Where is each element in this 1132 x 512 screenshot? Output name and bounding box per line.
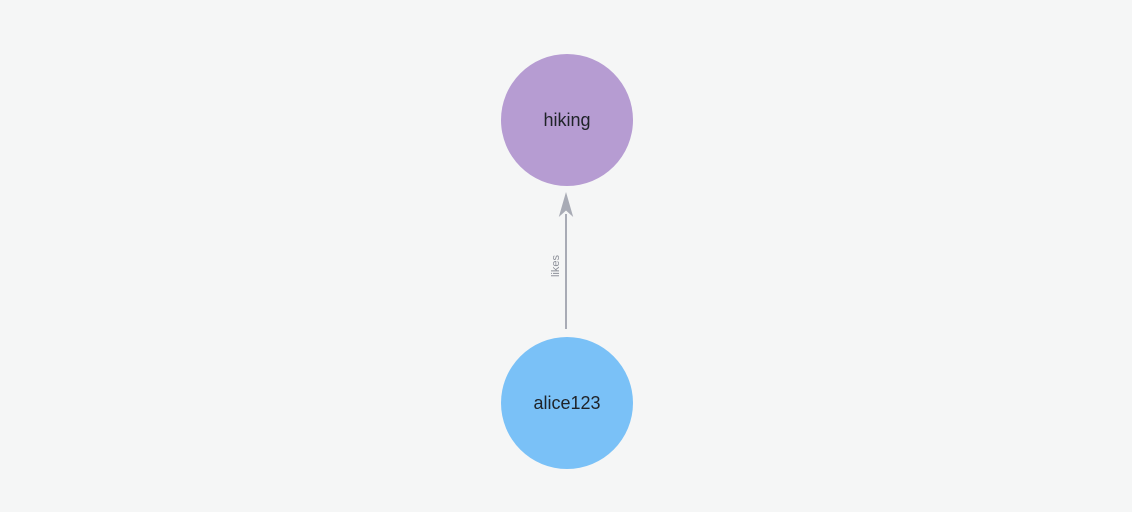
node-hiking[interactable]: hiking	[501, 54, 633, 186]
node-label: hiking	[543, 110, 591, 130]
node-alice123[interactable]: alice123	[501, 337, 633, 469]
edge-arrowhead-icon	[558, 192, 574, 217]
edge-label: likes	[550, 255, 562, 278]
node-label: alice123	[533, 393, 601, 413]
